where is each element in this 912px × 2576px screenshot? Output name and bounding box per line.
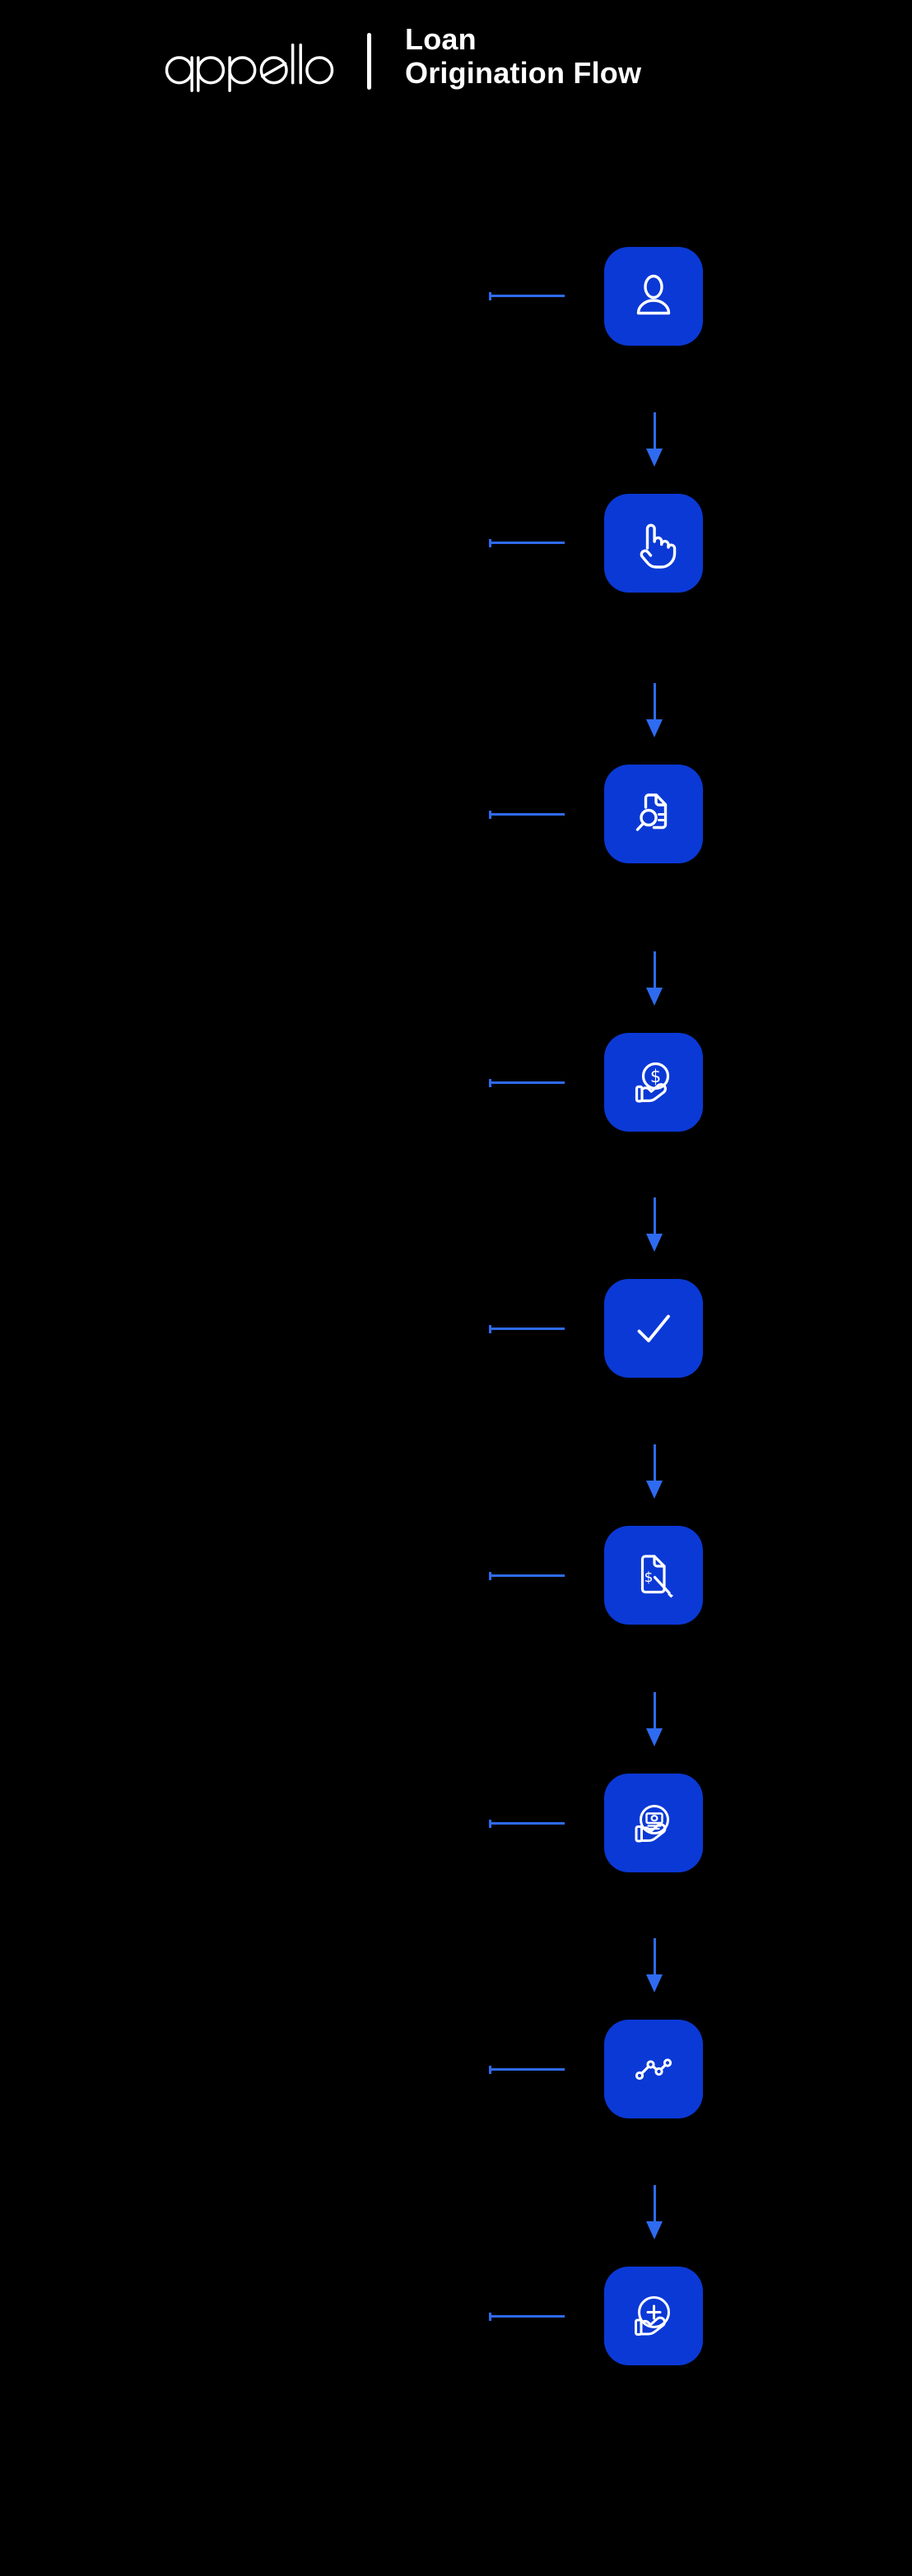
- checkmark-icon: [637, 1314, 670, 1342]
- page-title-line2: Origination Flow: [405, 56, 642, 90]
- flow-step-4-node: $: [604, 1033, 703, 1132]
- svg-text:$: $: [650, 1067, 661, 1086]
- flow-step-9-node: [604, 2267, 703, 2365]
- arrow-shaft: [653, 1938, 656, 1974]
- header-divider: [367, 33, 371, 90]
- flow-step-7-node: [604, 1774, 703, 1872]
- flow-arrow-3-4: [646, 951, 663, 1006]
- leader-line-step-9: [489, 2312, 565, 2321]
- leader-line-step-2: [489, 538, 565, 547]
- document-search-icon: [635, 793, 668, 831]
- flow-step-2-node: [604, 494, 703, 593]
- flow-step-8-node: [604, 2020, 703, 2118]
- leader-line-step-7: [489, 1819, 565, 1828]
- arrow-head-icon: [646, 1728, 663, 1746]
- arrow-shaft: [653, 683, 656, 719]
- flow-arrow-7-8: [646, 1938, 663, 1992]
- leader-line-step-1: [489, 291, 565, 300]
- flow-arrow-2-3: [646, 683, 663, 737]
- arrow-shaft: [653, 412, 656, 449]
- flow-step-3-node: [604, 765, 703, 863]
- appello-logo-mark: [165, 43, 334, 92]
- flow-arrow-6-7: [646, 1692, 663, 1746]
- flow-step-5-node: [604, 1279, 703, 1378]
- flow-arrow-4-5: [646, 1197, 663, 1252]
- arrow-head-icon: [646, 1234, 663, 1252]
- leader-line-step-8: [489, 2065, 565, 2074]
- hand-banknote-icon: [635, 1805, 669, 1843]
- flow-step-1-node: [604, 247, 703, 346]
- arrow-shaft: [653, 1444, 656, 1481]
- hand-dollar-coin-icon: $: [635, 1062, 670, 1103]
- hand-plus-icon: [635, 2296, 670, 2336]
- leader-line-step-4: [489, 1078, 565, 1087]
- arrow-shaft: [653, 1197, 656, 1234]
- arrow-shaft: [653, 951, 656, 988]
- arrow-head-icon: [646, 719, 663, 737]
- flow-step-6-node: $: [604, 1526, 703, 1625]
- appello-logo: appello: [165, 39, 334, 98]
- arrow-head-icon: [646, 1974, 663, 1992]
- arrow-shaft: [653, 1692, 656, 1728]
- arrow-head-icon: [646, 1481, 663, 1499]
- page-title-line1: Loan: [405, 22, 477, 56]
- arrow-head-icon: [646, 988, 663, 1006]
- user-icon: [636, 274, 671, 315]
- arrow-shaft: [653, 2185, 656, 2221]
- flow-arrow-8-9: [646, 2185, 663, 2239]
- flow-arrow-1-2: [646, 412, 663, 467]
- leader-line-step-5: [489, 1324, 565, 1333]
- svg-text:$: $: [644, 1569, 654, 1586]
- line-chart-icon: [635, 2058, 672, 2081]
- flow-arrow-5-6: [646, 1444, 663, 1499]
- page-title: Loan Origination Flow: [405, 22, 641, 90]
- loan-document-sign-icon: $: [640, 1555, 673, 1598]
- tap-hand-icon: [640, 523, 677, 569]
- leader-line-step-3: [489, 810, 565, 819]
- arrow-head-icon: [646, 449, 663, 467]
- leader-line-step-6: [489, 1571, 565, 1580]
- arrow-head-icon: [646, 2221, 663, 2239]
